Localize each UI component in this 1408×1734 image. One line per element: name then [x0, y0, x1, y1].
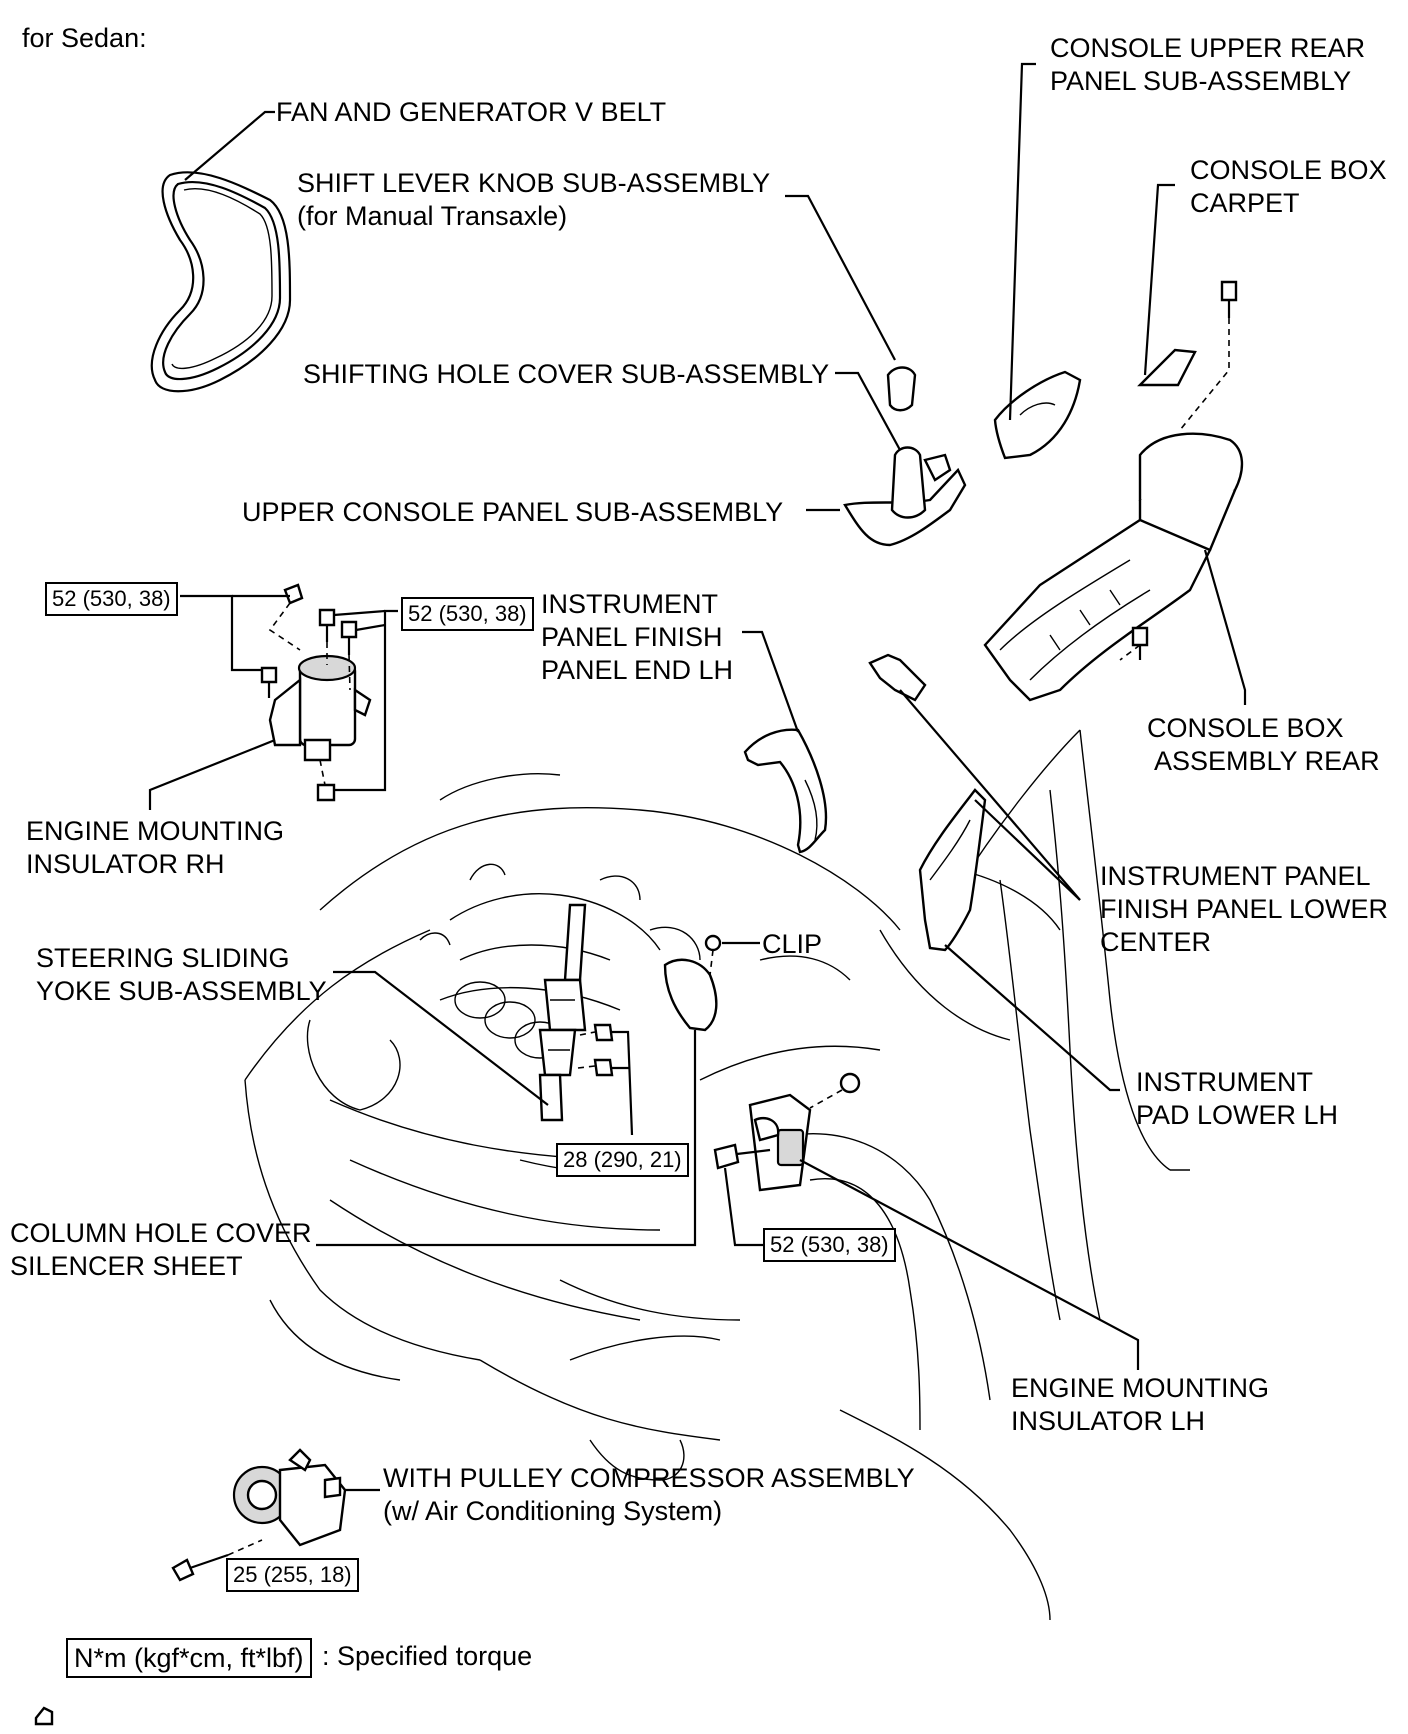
console-box-carpet-part: [1137, 348, 1197, 387]
leader-yoke-torque: [612, 1030, 634, 1136]
rh-bolts: [260, 583, 358, 802]
leader-engine-mount-lh: [799, 1159, 1140, 1370]
label-console-carpet-2: CARPET: [1190, 188, 1300, 218]
label-finish-end-2: PANEL FINISH: [541, 622, 723, 652]
engine-mount-lh-part: [748, 1093, 812, 1192]
label-engine-mount-rh-2: INSULATOR RH: [26, 849, 225, 879]
silencer-sheet-part: [663, 958, 718, 1032]
label-steering-yoke-1: STEERING SLIDING: [36, 943, 290, 973]
label-shift-knob-1: SHIFT LEVER KNOB SUB-ASSEMBLY: [297, 168, 771, 198]
label-finish-end-1: INSTRUMENT: [541, 589, 718, 619]
label-engine-mount-lh-2: INSULATOR LH: [1011, 1406, 1206, 1436]
label-column-hole-2: SILENCER SHEET: [10, 1251, 243, 1281]
torque-compressor: 25 (255, 18): [226, 1558, 359, 1592]
leader-v-belt: [184, 110, 275, 181]
torque-lh: 52 (530, 38): [763, 1228, 896, 1262]
leader-rh-left-torque: [180, 594, 262, 672]
label-instrument-pad-1: INSTRUMENT: [1136, 1067, 1313, 1097]
label-instrument-pad-2: PAD LOWER LH: [1136, 1100, 1339, 1130]
variant-heading: for Sedan:: [22, 23, 147, 53]
label-shift-knob-2: (for Manual Transaxle): [297, 201, 568, 231]
label-finish-lower-center-2: FINISH PANEL LOWER: [1100, 894, 1389, 924]
leader-rh-right-torque: [334, 609, 398, 792]
label-finish-lower-center-1: INSTRUMENT PANEL: [1100, 861, 1371, 891]
label-steering-yoke-2: YOKE SUB-ASSEMBLY: [36, 976, 327, 1006]
shift-knob-part: [886, 366, 917, 412]
label-fan-belt: FAN AND GENERATOR V BELT: [276, 97, 667, 127]
label-console-upper-rear-2: PANEL SUB-ASSEMBLY: [1050, 66, 1352, 96]
torque-rh-left: 52 (530, 38): [45, 582, 178, 616]
v-belt-part: [150, 171, 292, 393]
label-finish-end-3: PANEL END LH: [541, 655, 734, 685]
console-box-rear-bolt: [1131, 626, 1149, 660]
leader-finish-lower-1: [899, 689, 1081, 901]
label-shifting-hole-cover: SHIFTING HOLE COVER SUB-ASSEMBLY: [303, 359, 830, 389]
torque-rh-right: 52 (530, 38): [401, 597, 534, 631]
lh-nut-and-bolt: [713, 1072, 861, 1170]
label-engine-mount-rh-1: ENGINE MOUNTING: [26, 816, 285, 846]
steering-yoke-part: [538, 903, 587, 1122]
upper-console-part: [843, 446, 967, 547]
engine-bay-detail: [419, 863, 851, 1059]
clip-part: [704, 934, 722, 952]
compressor-bolt: [171, 1553, 229, 1582]
leader-steering-yoke: [333, 970, 549, 1106]
leader-instrument-pad: [944, 944, 1120, 1092]
leader-lh-torque: [723, 1167, 765, 1247]
finish-panel-end-part: [743, 728, 828, 854]
console-box-rear-part: [983, 432, 1244, 702]
yoke-bolts: [593, 1023, 614, 1077]
leader-finish-lower-2: [974, 799, 1081, 901]
label-compressor-2: (w/ Air Conditioning System): [383, 1496, 723, 1526]
label-finish-lower-center-3: CENTER: [1100, 927, 1212, 957]
label-column-hole-1: COLUMN HOLE COVER: [10, 1218, 312, 1248]
leader-console-carpet: [1143, 183, 1175, 376]
label-console-upper-rear-1: CONSOLE UPPER REAR: [1050, 33, 1366, 63]
leader-shift-knob: [785, 194, 896, 361]
console-bolt: [1220, 280, 1238, 318]
label-compressor-1: WITH PULLEY COMPRESSOR ASSEMBLY: [383, 1463, 915, 1493]
leader-console-upper-rear: [1008, 62, 1036, 421]
label-console-box-rear-2: ASSEMBLY REAR: [1154, 746, 1380, 776]
torque-yoke: 28 (290, 21): [556, 1143, 689, 1177]
label-upper-console-panel: UPPER CONSOLE PANEL SUB-ASSEMBLY: [242, 497, 784, 527]
leader-shifting-hole: [835, 371, 901, 451]
finish-lower-center-part: [868, 653, 927, 702]
instrument-pad-part: [918, 788, 987, 952]
engine-mount-rh-part: [268, 654, 372, 762]
label-engine-mount-lh-1: ENGINE MOUNTING: [1011, 1373, 1270, 1403]
legend-unit-description: : Specified torque: [322, 1641, 533, 1671]
leader-column-hole: [316, 1030, 697, 1247]
console-upper-rear-part: [993, 370, 1082, 460]
label-console-carpet-1: CONSOLE BOX: [1190, 155, 1387, 185]
leader-engine-mount-rh: [148, 738, 276, 810]
label-console-box-rear-1: CONSOLE BOX: [1147, 713, 1344, 743]
compressor-part: [232, 1448, 347, 1547]
legend-unit-box: N*m (kgf*cm, ft*lbf): [66, 1638, 312, 1678]
label-clip: CLIP: [762, 929, 823, 959]
leader-console-box-rear: [1203, 549, 1247, 705]
footer-mark-icon: [34, 1706, 54, 1726]
leader-finish-end: [742, 630, 800, 733]
